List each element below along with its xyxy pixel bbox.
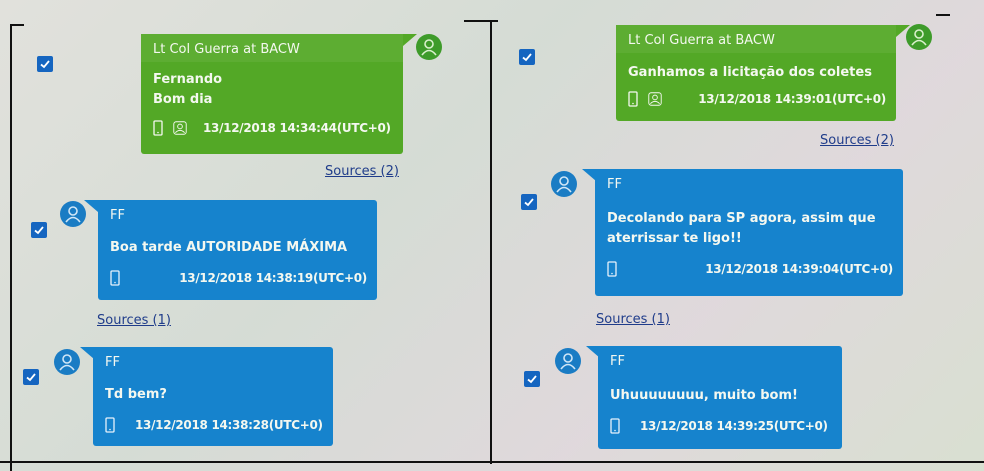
message-text: Td bem? — [105, 387, 167, 402]
sources-link[interactable]: Sources (1) — [596, 312, 670, 327]
user-icon — [556, 176, 572, 193]
message-bubble-outgoing[interactable]: FF Boa tarde AUTORIDADE MÁXIMA 13/12/201… — [98, 200, 377, 300]
message-checkbox[interactable] — [23, 369, 39, 385]
frame-bottom — [0, 461, 984, 463]
message-text: Ganhamos a licitação dos coletes — [628, 65, 872, 80]
message-timestamp: 13/12/2018 14:39:04(UTC+0) — [705, 262, 893, 276]
checkmark-icon — [26, 373, 36, 382]
contact-avatar[interactable] — [60, 201, 86, 227]
column-divider — [490, 20, 492, 464]
message-text: Decolando para SP agora, assim que — [607, 211, 876, 226]
message-text: Bom dia — [153, 92, 213, 107]
sender-name: FF — [110, 208, 125, 223]
message-checkbox[interactable] — [37, 56, 53, 72]
group-icon — [173, 119, 187, 137]
message-timestamp: 13/12/2018 14:39:01(UTC+0) — [698, 92, 886, 106]
sender-name: Lt Col Guerra at BACW — [141, 34, 403, 62]
checkmark-icon — [40, 60, 50, 69]
user-icon — [59, 354, 75, 371]
checkmark-icon — [524, 198, 534, 207]
message-text: Boa tarde AUTORIDADE MÁXIMA — [110, 240, 348, 255]
sources-link[interactable]: Sources (2) — [820, 133, 894, 148]
message-bubble-incoming[interactable]: Lt Col Guerra at BACW Fernando Bom dia 1… — [141, 34, 403, 154]
message-text: aterrissar te ligo!! — [607, 231, 742, 246]
message-timestamp: 13/12/2018 14:38:28(UTC+0) — [135, 418, 323, 432]
sender-name: Lt Col Guerra at BACW — [616, 25, 896, 53]
checkmark-icon — [522, 53, 532, 62]
contact-avatar[interactable] — [54, 349, 80, 375]
message-bubble-outgoing[interactable]: FF Td bem? 13/12/2018 14:38:28(UTC+0) — [93, 347, 333, 446]
sender-name: FF — [607, 177, 622, 192]
frame-left-top — [10, 24, 24, 26]
contact-avatar[interactable] — [416, 34, 442, 60]
phone-icon — [110, 269, 124, 287]
user-icon — [421, 39, 437, 56]
frame-right-top — [936, 14, 950, 16]
message-text: Fernando — [153, 72, 223, 87]
message-checkbox[interactable] — [519, 49, 535, 65]
message-timestamp: 13/12/2018 14:34:44(UTC+0) — [203, 121, 391, 135]
message-timestamp: 13/12/2018 14:38:19(UTC+0) — [179, 271, 367, 285]
message-checkbox[interactable] — [521, 194, 537, 210]
contact-avatar[interactable] — [555, 348, 581, 374]
message-text: Uhuuuuuuuu, muito bom! — [610, 388, 798, 403]
bubble-tail — [84, 200, 98, 212]
group-icon — [648, 90, 662, 108]
message-bubble-incoming[interactable]: Lt Col Guerra at BACW Ganhamos a licitaç… — [616, 25, 896, 121]
phone-icon — [628, 90, 642, 108]
sources-link[interactable]: Sources (1) — [97, 313, 171, 328]
sources-link[interactable]: Sources (2) — [325, 164, 399, 179]
user-icon — [65, 206, 81, 223]
checkmark-icon — [34, 226, 44, 235]
message-checkbox[interactable] — [524, 371, 540, 387]
frame-center-top — [464, 20, 498, 22]
frame-left-edge — [10, 24, 12, 471]
bubble-tail — [582, 169, 596, 181]
message-bubble-outgoing[interactable]: FF Uhuuuuuuuu, muito bom! 13/12/2018 14:… — [598, 346, 842, 449]
checkmark-icon — [527, 375, 537, 384]
user-icon — [911, 29, 927, 46]
sender-name: FF — [105, 355, 120, 370]
user-icon — [560, 353, 576, 370]
sender-name: FF — [610, 354, 625, 369]
contact-avatar[interactable] — [906, 24, 932, 50]
phone-icon — [153, 119, 167, 137]
bubble-tail — [403, 34, 417, 46]
message-timestamp: 13/12/2018 14:39:25(UTC+0) — [640, 419, 828, 433]
bubble-tail — [586, 346, 600, 358]
contact-avatar[interactable] — [551, 171, 577, 197]
phone-icon — [607, 260, 621, 278]
phone-icon — [610, 417, 624, 435]
phone-icon — [105, 416, 119, 434]
message-bubble-outgoing[interactable]: FF Decolando para SP agora, assim que at… — [595, 169, 903, 296]
bubble-tail — [80, 347, 94, 359]
message-checkbox[interactable] — [31, 222, 47, 238]
